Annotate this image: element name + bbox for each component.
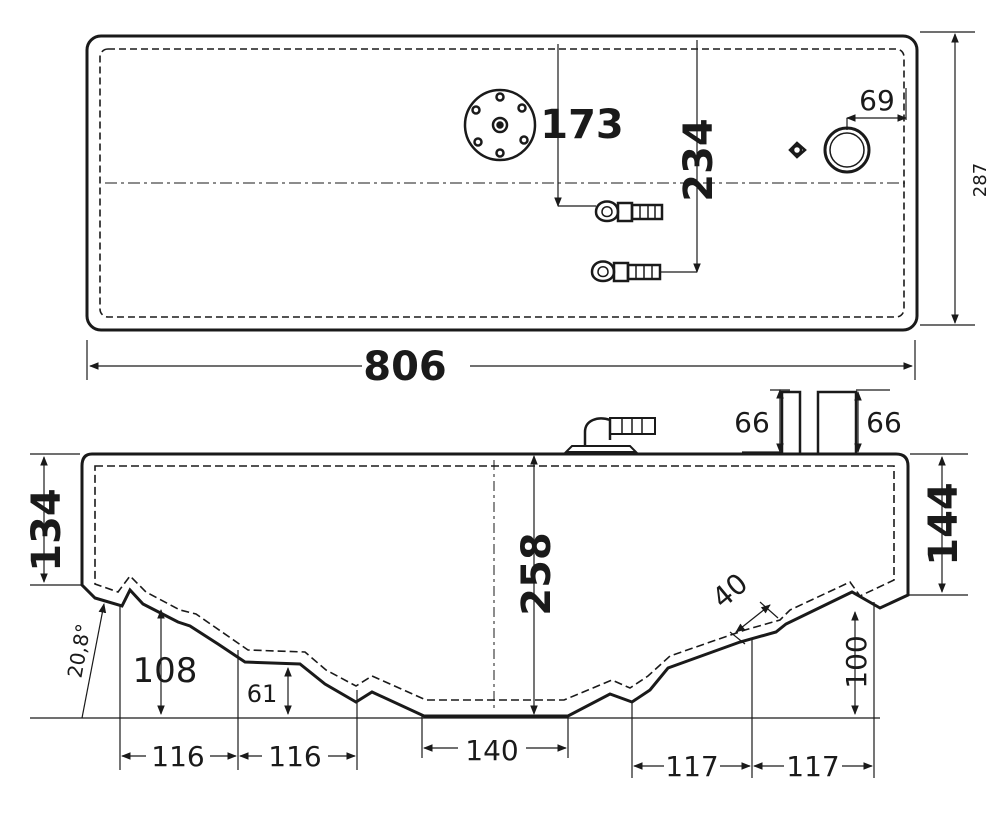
dim-step-1-label: 116 bbox=[151, 740, 204, 773]
mount-post-left bbox=[780, 390, 802, 456]
dim-step-depth-label: 108 bbox=[133, 651, 198, 691]
filler-neck-icon bbox=[823, 126, 871, 174]
dim-post-left-label: 66 bbox=[734, 406, 770, 439]
dim-flange-label: 173 bbox=[540, 102, 624, 148]
dim-post-right-label: 66 bbox=[866, 406, 902, 439]
dim-left-height-label: 134 bbox=[24, 488, 70, 572]
dim-filler-label: 69 bbox=[859, 84, 895, 117]
hose-fitting-upper-icon bbox=[594, 200, 664, 223]
tank-side-outline bbox=[80, 452, 910, 718]
flange-icon bbox=[463, 88, 537, 162]
dim-length-label: 806 bbox=[363, 344, 447, 390]
side-view bbox=[30, 389, 968, 778]
dim-outlets-label: 234 bbox=[676, 118, 722, 202]
dim-step-3-label: 117 bbox=[665, 750, 718, 783]
dim-step-right-label: 100 bbox=[840, 635, 873, 688]
dim-right-height-label: 144 bbox=[921, 482, 967, 566]
dim-step-small-label: 61 bbox=[247, 680, 278, 708]
dim-step-width-label: 40 bbox=[706, 567, 755, 615]
tank-top-outline bbox=[85, 34, 919, 332]
mount-post-right bbox=[816, 390, 858, 456]
dim-total-height-label: 258 bbox=[514, 532, 560, 616]
hose-fitting-lower-icon bbox=[590, 260, 662, 283]
dim-width-label: 287 bbox=[970, 163, 991, 197]
vent-fitting-icon bbox=[788, 141, 807, 159]
top-hose-fitting-icon bbox=[563, 417, 656, 453]
dim-step-2-label: 116 bbox=[268, 740, 321, 773]
top-view bbox=[85, 31, 975, 380]
dim-bottom-label: 140 bbox=[465, 734, 518, 767]
dim-step-4-label: 117 bbox=[786, 750, 839, 783]
tank-side-inner-outline bbox=[94, 465, 895, 701]
